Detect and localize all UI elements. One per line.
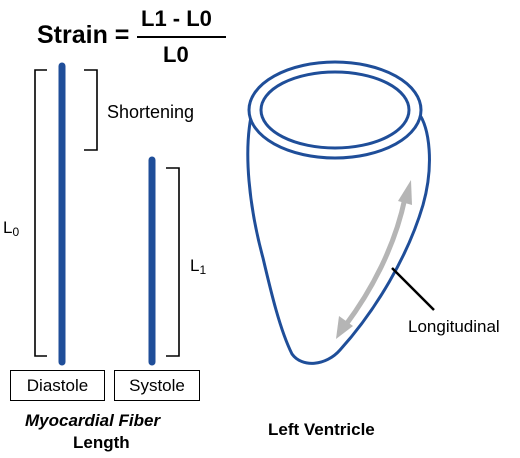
shortening-bracket <box>84 69 98 151</box>
longitudinal-arrowhead-bottom <box>336 316 353 339</box>
l1-label: L1 <box>190 256 207 277</box>
formula-lhs: Strain = <box>37 21 130 49</box>
l0-label: L0 <box>3 218 20 239</box>
l0-letter: L <box>3 218 13 237</box>
l0-subscript: 0 <box>12 225 20 239</box>
l1-bracket <box>166 167 180 357</box>
longitudinal-arrow-shaft <box>342 197 408 328</box>
longitudinal-arrowhead-top <box>398 180 412 205</box>
l0-bracket <box>34 69 47 357</box>
systole-box: Systole <box>114 370 200 401</box>
l1-subscript: 1 <box>199 263 207 277</box>
ventricle-outline <box>246 107 431 365</box>
l1-letter: L <box>190 256 200 275</box>
ventricle-inner-rim <box>259 70 411 150</box>
ventricle-caption: Left Ventricle <box>268 420 375 439</box>
fiber-caption-line2: Length <box>73 433 130 452</box>
formula-denominator: L0 <box>163 42 189 67</box>
fiber-caption-line1: Myocardial Fiber <box>25 411 161 430</box>
formula-numerator: L1 - L0 <box>141 6 212 31</box>
longitudinal-label: Longitudinal <box>408 317 500 336</box>
longitudinal-leader-line <box>391 267 435 311</box>
diastole-box: Diastole <box>10 370 105 401</box>
shortening-label: Shortening <box>107 102 195 122</box>
